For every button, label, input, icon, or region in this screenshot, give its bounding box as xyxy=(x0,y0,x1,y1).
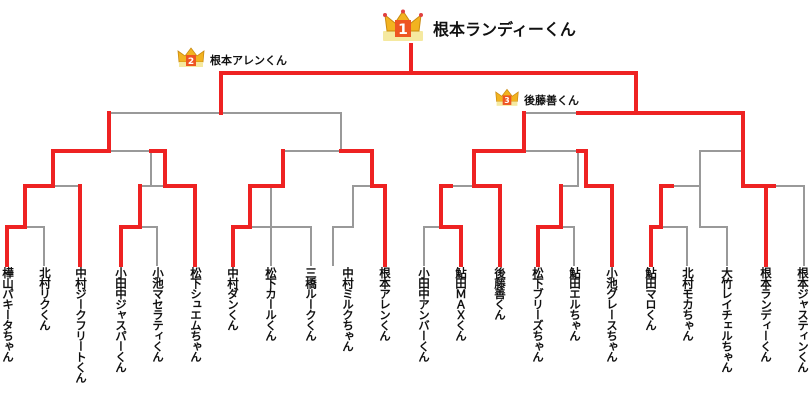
third-place-label: 3 後藤善くん xyxy=(494,88,579,112)
player-name: 小池マセラティくん xyxy=(151,267,165,362)
player-name: 小池グレースちゃん xyxy=(605,267,619,362)
third-place-name: 後藤善くん xyxy=(524,94,579,107)
champion-name: 根本ランディーくん xyxy=(433,20,576,39)
runner-up-label: 2 根本アレンくん xyxy=(176,47,287,73)
crown-icon: 3 xyxy=(494,88,520,112)
player-name: 三橋ルークくん xyxy=(304,267,318,341)
player-name: 樺山パキータちゃん xyxy=(1,267,15,362)
player-name: 北村モカちゃん xyxy=(681,267,695,341)
player-name: 根本ジャスティンくん xyxy=(796,267,810,372)
player-name: 中村ミルクちゃん xyxy=(341,267,355,351)
player-name: 中村ジークフリートくん xyxy=(74,267,88,383)
player-name: 中村ダンくん xyxy=(226,267,240,330)
winning-paths xyxy=(5,43,776,267)
player-name: 松下カールくん xyxy=(264,267,278,341)
player-name: 根本ランディーくん xyxy=(759,267,773,362)
player-name: 根本アレンくん xyxy=(378,267,392,341)
player-name: 大竹レイチェルちゃん xyxy=(720,267,734,372)
player-name: 北村リクくん xyxy=(38,267,52,330)
third-place-rank-badge: 3 xyxy=(504,96,509,105)
gold-crown-icon: 1 xyxy=(381,9,425,47)
crown-icon: 2 xyxy=(176,47,206,73)
player-name: 鮎田エルちゃん xyxy=(568,267,582,341)
losing-paths xyxy=(24,112,805,266)
runner-up-rank-badge: 2 xyxy=(188,57,194,67)
player-name: 後藤善くん xyxy=(493,267,507,320)
player-name: 小田中アンバーくん xyxy=(417,267,431,362)
player-name: 鮎田マロくん xyxy=(644,267,658,330)
player-name: 松下シュエムちゃん xyxy=(189,267,203,362)
runner-up-name: 根本アレンくん xyxy=(210,54,287,67)
bracket-lines xyxy=(5,43,805,267)
player-name: 小田中ジャスパーくん xyxy=(114,267,128,372)
champion-label: 1 根本ランディーくん xyxy=(381,9,576,47)
player-name: 鮎田ＭＡＸくん xyxy=(454,267,468,341)
player-name: 松下ブリーズちゃん xyxy=(531,267,545,362)
champion-rank-badge: 1 xyxy=(398,22,408,38)
